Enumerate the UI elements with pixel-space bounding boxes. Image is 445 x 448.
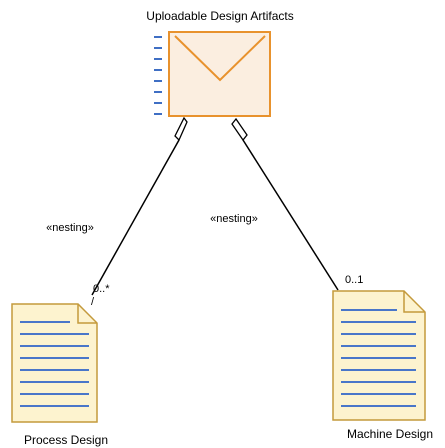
document-icon xyxy=(332,290,426,421)
machine-link-multiplicity: 0..1 xyxy=(345,274,363,286)
process-link-multiplicity-tick: / xyxy=(91,296,95,308)
artifact-title: Uploadable Design Artifacts xyxy=(146,9,293,23)
process-link-multiplicity: 0..* xyxy=(93,283,110,295)
connector-line xyxy=(91,139,180,296)
envelope-icon xyxy=(168,31,271,117)
connector-line xyxy=(242,139,339,291)
document-icon xyxy=(11,303,98,423)
connector-machine-design[interactable] xyxy=(231,117,339,291)
process-design-title: Process Design xyxy=(24,433,108,447)
process-design-node[interactable]: Process Design xyxy=(11,303,108,447)
machine-design-node[interactable]: Machine Design xyxy=(332,290,433,441)
machine-design-title: Machine Design xyxy=(347,427,433,441)
nesting-diamond xyxy=(231,117,248,142)
nesting-diamond xyxy=(174,116,188,142)
artifact-node[interactable]: Uploadable Design Artifacts xyxy=(146,9,294,117)
connector-process-design[interactable] xyxy=(91,116,188,296)
process-link-stereotype: «nesting» xyxy=(46,222,94,234)
machine-link-stereotype: «nesting» xyxy=(210,213,258,225)
dash-marks xyxy=(154,36,162,115)
